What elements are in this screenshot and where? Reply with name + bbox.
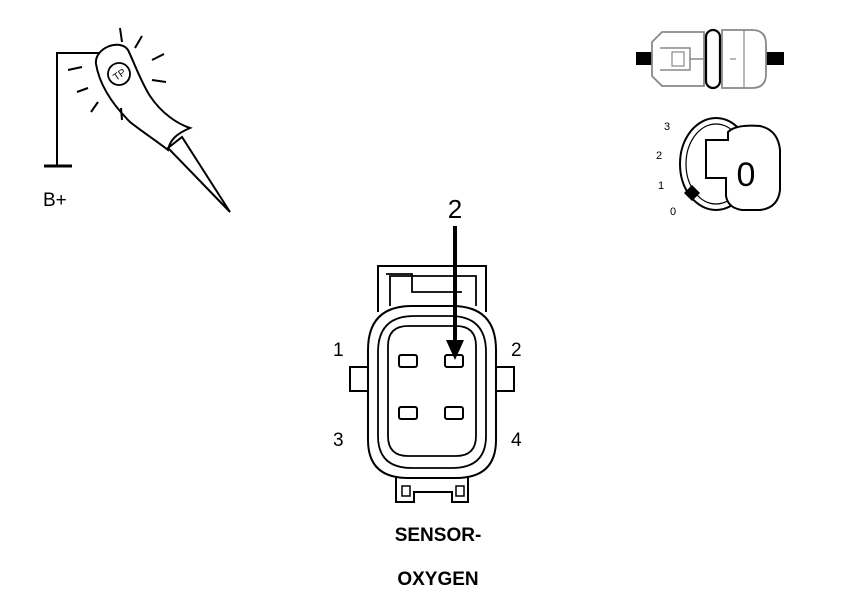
component-title-line2: OXYGEN xyxy=(397,569,478,590)
ignition-key-position: 0 xyxy=(737,156,756,194)
pin-label-1: 1 xyxy=(333,340,344,361)
ignition-position-1: 1 xyxy=(658,180,664,192)
ignition-position-3: 3 xyxy=(664,121,670,133)
pin-4-terminal xyxy=(444,406,464,420)
supply-label: B+ xyxy=(43,190,67,211)
pin-label-3: 3 xyxy=(333,430,344,451)
oxygen-sensor-connector xyxy=(349,265,515,503)
ignition-key-icon: 0 xyxy=(679,117,781,211)
light-rays xyxy=(67,27,167,121)
ignition-position-2: 2 xyxy=(656,150,662,162)
connector-disconnect-icon xyxy=(636,28,784,90)
component-title-line1: SENSOR- xyxy=(395,525,482,546)
ignition-position-0: 0 xyxy=(670,206,676,218)
pin-1-terminal xyxy=(398,354,418,368)
probe-arrow xyxy=(446,226,464,360)
pin-label-2: 2 xyxy=(511,340,522,361)
pin-label-4: 4 xyxy=(511,430,522,451)
test-light-icon: TP xyxy=(44,27,231,213)
probe-pin-label: 2 xyxy=(448,194,462,224)
pin-3-terminal xyxy=(398,406,418,420)
